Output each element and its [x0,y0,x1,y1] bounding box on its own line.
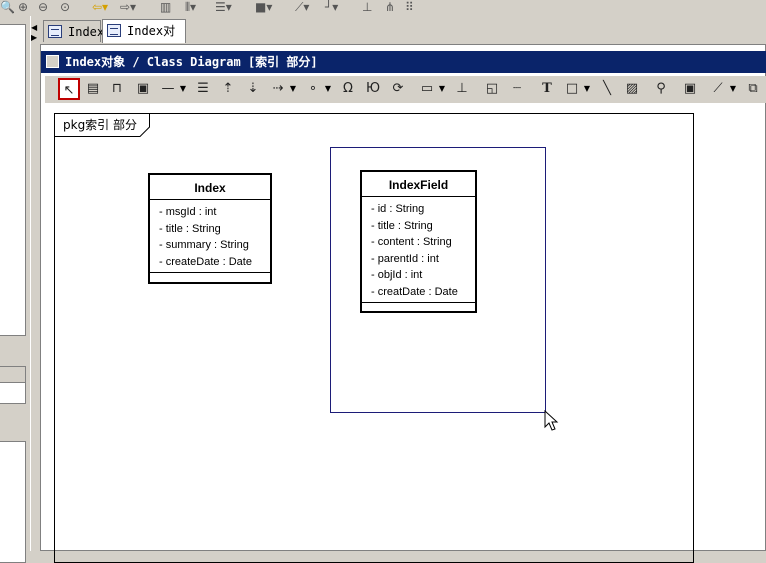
class-name: IndexField [362,172,475,197]
attribute[interactable]: - id : String [371,203,425,215]
back-arrow-icon[interactable]: ⇦▾ [92,0,109,14]
text-tool[interactable]: T [542,81,552,96]
orthogonal-layout-icon[interactable]: ⠿ [405,0,414,14]
class-diagram-icon [48,25,62,38]
separator-tool[interactable]: ┈ [513,81,521,96]
connector-dropdown-icon[interactable]: ▼ [729,84,737,93]
interface-tool[interactable]: ∘ [308,81,318,96]
comment-tool[interactable]: ◱ [485,81,499,96]
usage-tool[interactable]: Ю [365,81,381,96]
image-tool[interactable]: ▨ [625,81,639,96]
zoom-in-icon[interactable]: ⊕ [18,0,29,14]
port-tool[interactable]: Ω [343,81,353,96]
attribute-compartment: - msgId : int - title : String - summary… [150,200,270,273]
tab-label: Index [68,25,105,39]
package-tab-shape [55,114,150,137]
attribute[interactable]: - title : String [159,222,221,235]
diagram-canvas[interactable]: pkg索引 部分 Index - msgId : int - title : S… [41,105,765,563]
diagram-palette: ↖ ▤ ⊓ ▣ — ▼ ☰ ⇡ ⇣ ⇢ ▼ ∘ ▼ Ω Ю ⟳ ▭ ▼ ⊥ ◱ … [45,76,766,103]
browser-properties[interactable] [0,441,26,563]
attribute[interactable]: - content : String [371,236,452,248]
diagram-icon [46,55,59,68]
note-anchor-tool[interactable]: ⊥ [456,81,468,96]
model-tool[interactable]: ▣ [136,81,150,96]
class-diagram-icon [107,24,121,37]
collapse-left-icon[interactable]: ◀ [31,23,38,32]
connector-tool[interactable]: ⟋ [713,81,723,96]
diagram-title-bar: Index对象 / Class Diagram [索引 部分] [41,51,766,73]
rectangle-dropdown-icon[interactable]: ▼ [583,84,591,93]
component-dropdown-icon[interactable]: ▼ [438,84,446,93]
dependency-tool[interactable]: ⇢ [272,81,284,96]
distribute-icon[interactable]: ☰▾ [215,0,232,14]
containment-tool[interactable]: ☰ [197,81,209,96]
association-dropdown-icon[interactable]: ▼ [179,84,187,93]
frame-tool[interactable]: ▣ [683,81,697,96]
zoom-out-icon[interactable]: ⊖ [38,0,49,14]
realization-tool[interactable]: ⇣ [247,81,259,96]
panel-splitter[interactable]: ◀ ▶ [30,16,39,551]
browser-tree[interactable] [0,24,26,336]
align-icon[interactable]: ⫴▾ [185,0,197,14]
fill-color-icon[interactable]: ■▾ [255,0,273,14]
tree-layout-icon[interactable]: ⊥ [362,0,373,14]
path-tool[interactable]: ⚲ [656,81,666,96]
class-indexfield[interactable]: IndexField - id : String - title : Strin… [360,170,477,313]
forward-arrow-icon[interactable]: ⇨▾ [120,0,137,14]
attribute[interactable]: - objId : int [371,269,423,281]
containment-browser [0,16,30,563]
attribute-compartment: - id : String - title : String - content… [362,197,475,303]
interface-dropdown-icon[interactable]: ▼ [324,84,332,93]
component-tool[interactable]: ▭ [420,81,434,96]
hierarchic-layout-icon[interactable]: ⋔ [385,0,396,14]
operation-compartment [362,303,475,314]
attribute[interactable]: - createDate : Date [159,255,252,268]
diagram-window: Index对象 / Class Diagram [索引 部分] ↖ ▤ ⊓ ▣ … [40,44,766,563]
class-name: Index [150,175,270,200]
generalization-tool[interactable]: ⇡ [222,81,234,96]
package-tool[interactable]: ⊓ [111,81,123,96]
attribute[interactable]: - msgId : int [159,206,217,218]
line-tool[interactable]: ╲ [603,81,611,96]
class-tool[interactable]: ▤ [86,81,100,96]
zoom-icon[interactable]: 🔍 [0,0,15,14]
expand-right-icon[interactable]: ▶ [31,33,38,42]
attribute[interactable]: - parentId : int [371,252,439,265]
selection-rectangle [330,147,546,413]
browser-search-field[interactable] [0,382,26,404]
tab-index-object[interactable]: Index对象 [102,19,186,60]
main-toolbar: 🔍 ⊕ ⊖ ⊙ ⇦▾ ⇨▾ ▥ ⫴▾ ☰▾ ■▾ ⟋▾ ┘▾ ⊥ ⋔ ⠿ [0,0,766,16]
diagram-tabs: Index Index对象 [40,19,766,60]
attribute[interactable]: - creatDate : Date [371,285,458,298]
path-style-icon[interactable]: ⟋▾ [295,0,310,14]
mouse-cursor-icon [544,410,559,431]
instance-tool[interactable]: ⟳ [392,81,404,96]
dependency-dropdown-icon[interactable]: ▼ [289,84,297,93]
diagram-title: Index对象 / Class Diagram [索引 部分] [65,55,318,69]
rectangle-tool[interactable]: □ [565,81,579,96]
selection-tool[interactable]: ↖ [58,78,80,100]
class-index[interactable]: Index - msgId : int - title : String - s… [148,173,272,284]
rectilinear-icon[interactable]: ┘▾ [325,0,339,14]
attribute[interactable]: - summary : String [159,239,249,251]
association-tool[interactable]: — [161,81,175,96]
zoom-fit-icon[interactable]: ⊙ [60,0,71,14]
layout-icon[interactable]: ▥ [160,0,172,14]
attribute[interactable]: - title : String [371,219,433,232]
layers-tool[interactable]: ⧉ [748,81,758,96]
tab-index[interactable]: Index [43,20,105,42]
operation-compartment [150,273,270,284]
package-label: pkg索引 部分 [63,118,137,132]
